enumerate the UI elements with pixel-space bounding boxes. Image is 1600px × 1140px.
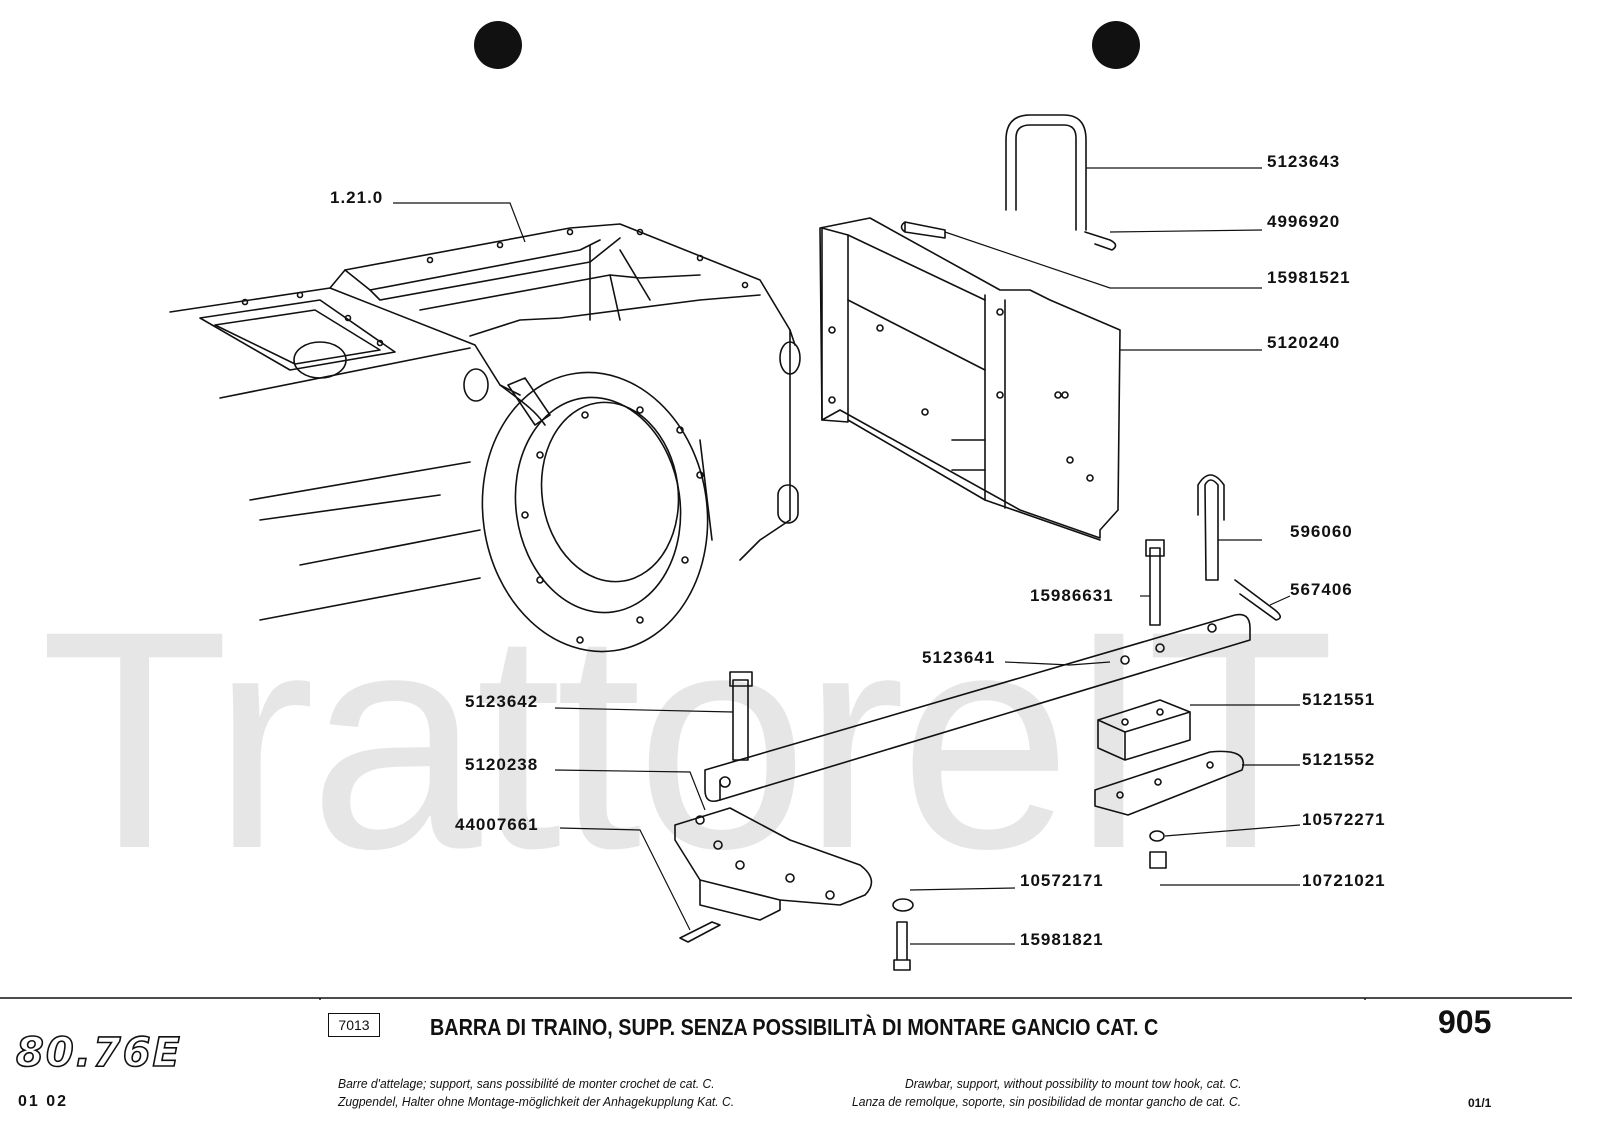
callout-10572171: 10572171: [1020, 871, 1104, 890]
callout-15986631: 15986631: [1030, 586, 1114, 605]
pin-5123642: [729, 671, 753, 761]
bolt: [900, 221, 946, 239]
callout-15981821: 15981821: [1020, 930, 1104, 949]
description-es: Lanza de remolque, soporte, sin posibili…: [852, 1094, 1242, 1109]
washer-10572171: [892, 898, 914, 912]
callout-5123642: 5123642: [465, 692, 539, 711]
description-de: Zugpendel, Halter ohne Montage-möglichke…: [338, 1094, 735, 1109]
callout-15981521: 15981521: [1267, 268, 1351, 287]
callout-4996920: 4996920: [1267, 212, 1341, 231]
support-bracket: [819, 217, 1121, 541]
block-5121551: [1097, 699, 1191, 761]
transmission-housing: [169, 223, 801, 653]
callout-10572271: 10572271: [1302, 810, 1386, 829]
bolt-15981821: [893, 921, 911, 971]
revision-dates: 01 02: [18, 1093, 69, 1110]
u-pin: [1005, 114, 1087, 231]
callout-44007661: 44007661: [455, 815, 539, 834]
nut-10721021: [1149, 851, 1167, 869]
lower-bracket: [674, 807, 873, 921]
pin-15986631: [1145, 539, 1165, 626]
sheet-number: 01/1: [1468, 1096, 1492, 1110]
callout-5121551: 5121551: [1302, 690, 1376, 709]
description-en: Drawbar, support, without possibility to…: [905, 1076, 1242, 1091]
binder-hole-right: [1092, 21, 1140, 69]
callout-596060: 596060: [1290, 522, 1353, 541]
callout-1-21-0: 1.21.0: [330, 188, 384, 207]
clip-pin: [1084, 231, 1117, 251]
section-code-box: 7013: [328, 1013, 380, 1037]
callout-5120240: 5120240: [1267, 333, 1341, 352]
callout-5123641: 5123641: [922, 648, 996, 667]
binder-hole-left: [474, 21, 522, 69]
exploded-parts-diagram: [0, 21, 1572, 1000]
washer-10572271: [1149, 830, 1165, 842]
plate-5121552: [1094, 750, 1245, 816]
pin-596060: [1197, 474, 1225, 581]
callout-10721021: 10721021: [1302, 871, 1386, 890]
description-fr: Barre d'attelage; support, sans possibil…: [338, 1076, 715, 1091]
clip-567406: [1234, 579, 1282, 621]
callout-5123643: 5123643: [1267, 152, 1341, 171]
drawbar: [704, 613, 1251, 803]
page-title: BARRA DI TRAINO, SUPP. SENZA POSSIBILITÀ…: [430, 1014, 1159, 1040]
clip-44007661: [679, 921, 721, 943]
callout-5121552: 5121552: [1302, 750, 1376, 769]
watermark: TrattoreIT: [40, 600, 1335, 880]
callout-5120238: 5120238: [465, 755, 539, 774]
callout-567406: 567406: [1290, 580, 1353, 599]
page-number: 905: [1438, 1004, 1492, 1040]
model-number: 80.76E: [15, 1029, 182, 1077]
